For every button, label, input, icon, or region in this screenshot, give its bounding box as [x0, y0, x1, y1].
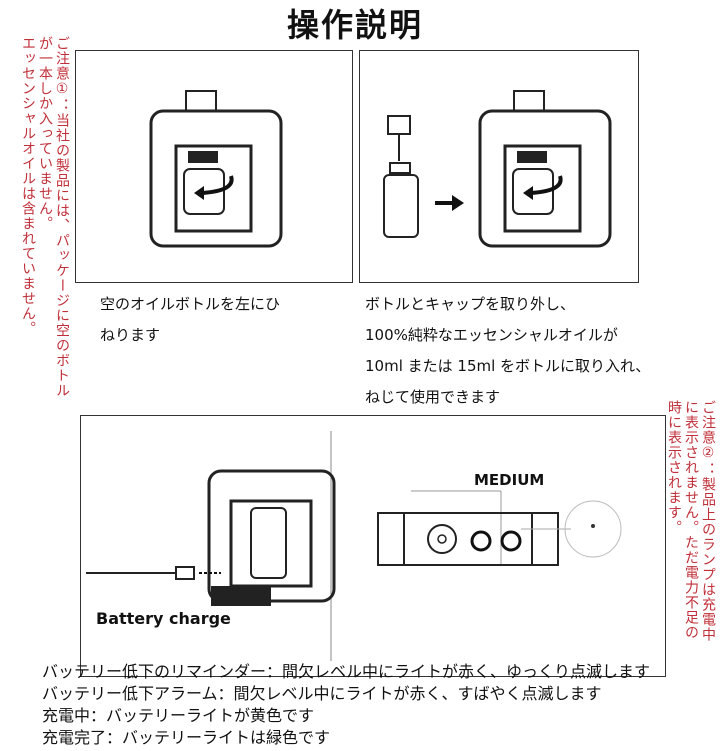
caption-line: 10ml または 15ml をボトルに取り入れ、 — [365, 357, 651, 375]
note-1-line: ご注意①：当社の製品には、パッケージに空のボトル — [54, 36, 70, 398]
caption-line: ボトルとキャップを取り外し、 — [365, 295, 576, 313]
medium-label: MEDIUM — [474, 471, 545, 489]
note-2-line: に表示されません。ただ電力不足の — [683, 400, 699, 640]
caption-line: ねります — [100, 326, 161, 344]
note-2-line: 時に表示されます。 — [666, 400, 682, 535]
instruction-line: バッテリー低下アラーム：間欠レベル中にライトが赤く、すばやく点滅します — [42, 684, 602, 703]
instruction-line: バッテリー低下のリマインダー：間欠レベル中にライトが赤く、ゆっくり点滅します — [42, 662, 651, 681]
instruction-line: 充電完了：バッテリーライトは緑色です — [42, 728, 331, 747]
note-1: ご注意①：当社の製品には、パッケージに空のボトル が一本しか入っていません。 エ… — [19, 36, 70, 416]
note-1-line: エッセンシャルオイルは含まれていません。 — [20, 36, 36, 336]
caption-line: ねじて使用できます — [365, 388, 501, 406]
instruction-list: バッテリー低下のリマインダー：間欠レベル中にライトが赤く、ゆっくり点滅します バ… — [42, 661, 650, 749]
instruction-line: 充電中：バッテリーライトが黄色です — [42, 706, 315, 725]
note-2: ご注意②：製品上のランプは充電中 に表示されません。ただ電力不足の 時に表示され… — [665, 400, 716, 700]
page-title: 操作説明 — [286, 6, 423, 44]
charging-mode-panel: Battery charge MEDIUM — [80, 415, 666, 677]
step1-caption: 空のオイルボトルを左にひ ねります — [100, 289, 280, 351]
step2-caption: ボトルとキャップを取り外し、 100%純粋なエッセンシャルオイルが 10ml ま… — [365, 289, 650, 413]
note-1-line: が一本しか入っていません。 — [37, 36, 53, 231]
caption-line: 100%純粋なエッセンシャルオイルが — [365, 326, 618, 344]
battery-charge-label: Battery charge — [96, 609, 231, 628]
caption-line: 空のオイルボトルを左にひ — [100, 295, 281, 313]
step2-illustration-panel — [359, 50, 639, 283]
charging-and-indicator-illustration — [86, 431, 622, 661]
bottle-refill-illustration — [383, 90, 612, 248]
step1-illustration-panel — [75, 50, 353, 283]
diffuser-rotate-illustration — [149, 90, 283, 248]
note-2-line: ご注意②：製品上のランプは充電中 — [700, 400, 716, 642]
